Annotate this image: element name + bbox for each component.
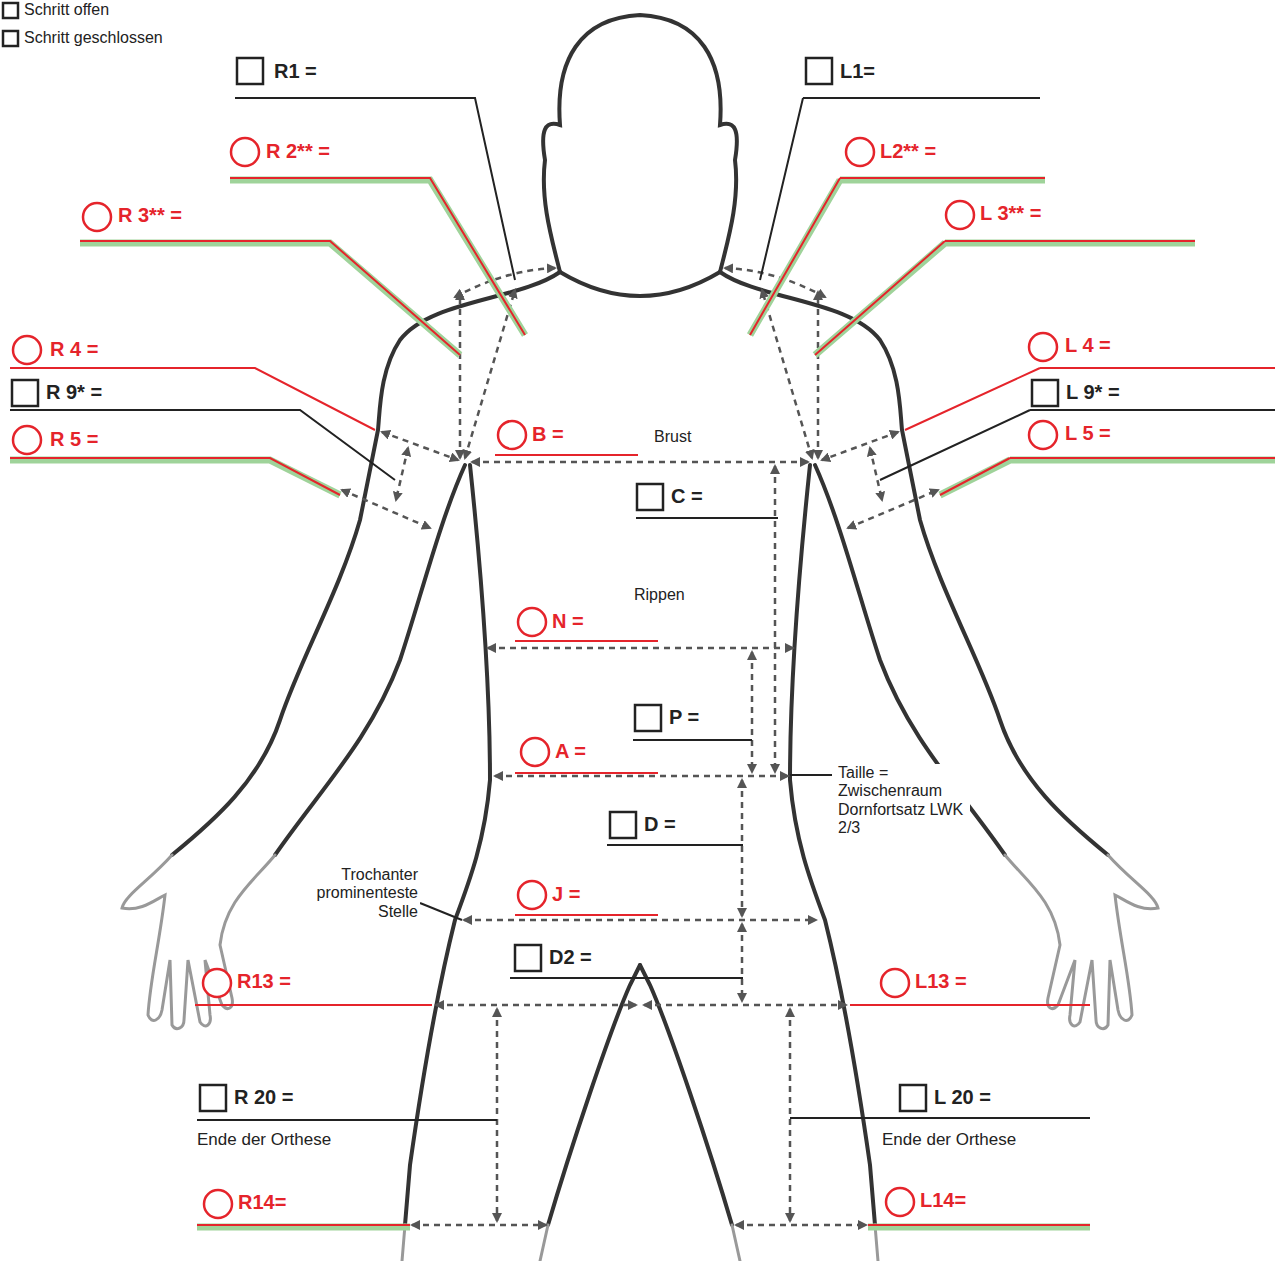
measure-code: R13 = — [235, 970, 293, 993]
measure-code: L 20 = — [932, 1086, 993, 1109]
measure-code: D2 = — [547, 946, 594, 969]
measure-code: R 4 = — [48, 338, 100, 361]
leader-black — [10, 98, 1275, 1120]
region-label: Brust — [652, 428, 693, 446]
measure-code: L 4 = — [1063, 334, 1113, 357]
measure-code: L 9* = — [1064, 381, 1122, 404]
measure-code: L2** = — [878, 140, 938, 163]
measure-code: R 9* = — [44, 381, 104, 404]
body-outline — [122, 15, 1158, 1261]
measure-arrows — [342, 268, 938, 1225]
measure-code: L13 = — [913, 970, 969, 993]
note-text: Ende der Orthese — [195, 1130, 333, 1150]
measure-code: N = — [550, 610, 586, 633]
measure-code: J = — [550, 883, 582, 906]
measure-code: P = — [667, 706, 701, 729]
circle-mark — [13, 138, 1057, 1218]
measure-code: D = — [642, 813, 678, 836]
measure-code: L14= — [918, 1189, 968, 1212]
measure-code: R 2** = — [264, 140, 332, 163]
measure-code: R 3** = — [116, 204, 184, 227]
leader-highlight — [10, 180, 1275, 1227]
measure-code: L 5 = — [1063, 422, 1113, 445]
option-text: Schritt geschlossen — [22, 29, 165, 47]
measure-code: A = — [553, 740, 588, 763]
checkbox — [3, 3, 1058, 1111]
measure-code: R 5 = — [48, 428, 100, 451]
option-text: Schritt offen — [22, 1, 111, 19]
measure-code: R 20 = — [232, 1086, 295, 1109]
region-label: Rippen — [632, 586, 687, 604]
note-text: Trochanter prominenteste Stelle — [296, 866, 420, 921]
measure-code: L 3** = — [978, 202, 1043, 225]
measure-code: C = — [669, 485, 705, 508]
measure-code: R1 = — [272, 60, 319, 83]
note-text: Ende der Orthese — [880, 1130, 1018, 1150]
note-text: Taille = Zwischenraum Dornfortsatz LWK 2… — [836, 764, 970, 838]
measure-code: L1= — [838, 60, 877, 83]
measure-code: B = — [530, 423, 566, 446]
measure-code: R14= — [236, 1191, 288, 1214]
leader-red — [10, 178, 1275, 1225]
